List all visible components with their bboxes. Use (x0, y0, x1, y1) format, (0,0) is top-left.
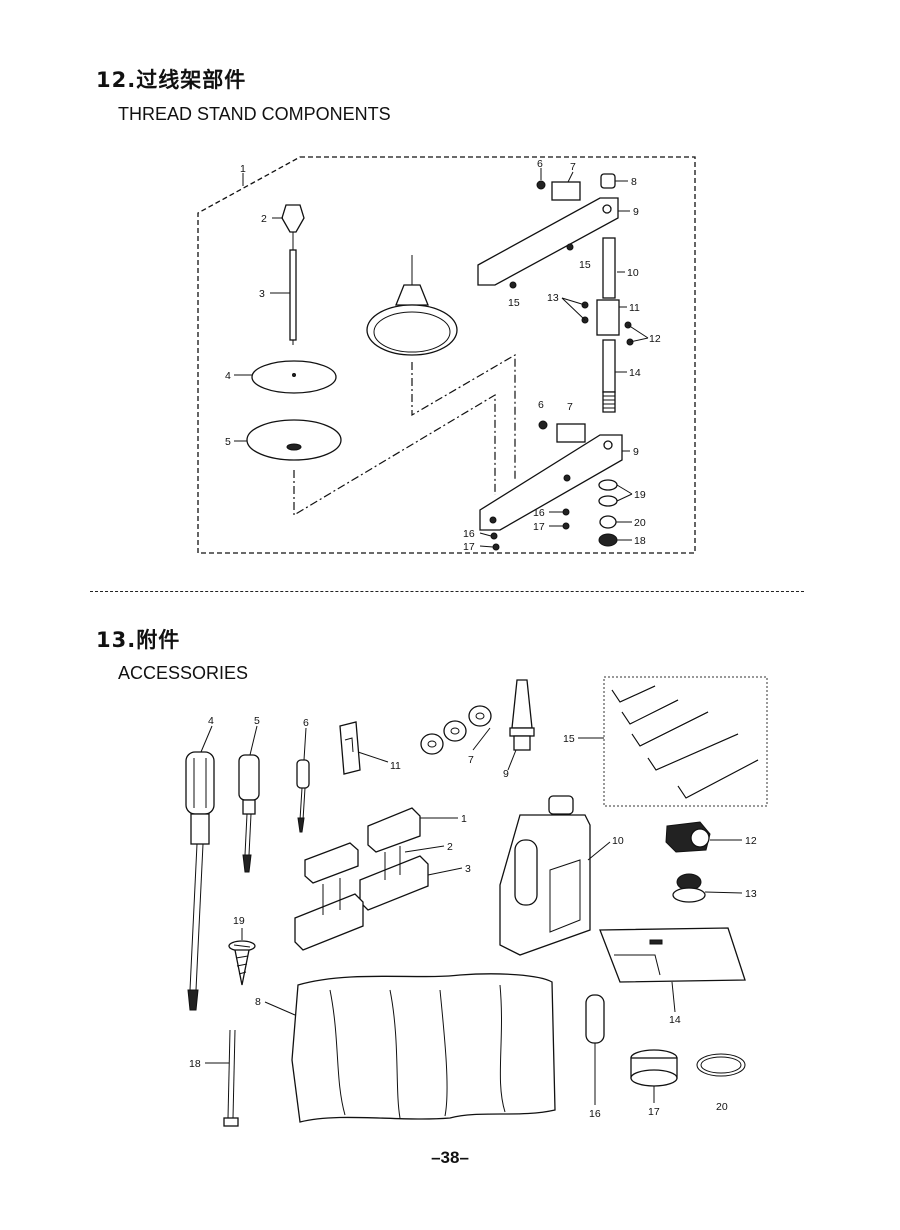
callout-label: 8 (631, 176, 637, 188)
callout-label: 5 (225, 436, 231, 448)
leader-lines (234, 168, 649, 548)
dust-cover (291, 973, 556, 1123)
callout-label: 19 (634, 489, 646, 501)
callout-label: 3 (465, 863, 471, 875)
upper-arm (477, 173, 619, 289)
medium-screwdriver (238, 754, 260, 873)
tape-roll (630, 1049, 678, 1087)
callout-label: 6 (303, 717, 309, 729)
callout-label: 17 (463, 541, 475, 553)
section-13-subtitle: ACCESSORIES (118, 663, 249, 683)
thread-cone-assembly (246, 204, 342, 461)
block-parts (294, 807, 429, 951)
needle-card (339, 721, 361, 775)
cone-holder (509, 679, 535, 751)
callout-label: 18 (634, 535, 646, 547)
o-ring (696, 1053, 746, 1077)
callout-label: 16 (589, 1108, 601, 1120)
callout-label: 1 (240, 163, 246, 175)
callout-label: 11 (629, 302, 640, 314)
page-number: –38– (431, 1148, 469, 1167)
vertical-post (581, 237, 634, 413)
thread-stand-diagram: 1 2 3 4 5 6 7 8 9 15 15 10 13 11 12 14 6… (197, 156, 696, 554)
callout-label: 17 (648, 1106, 660, 1118)
callout-label: 17 (533, 521, 545, 533)
rubber-cap (665, 821, 711, 853)
leader-lines (200, 725, 743, 1105)
callout-label: 15 (508, 297, 520, 309)
callout-label: 12 (745, 835, 757, 847)
spool-cap (672, 873, 706, 903)
callout-label: 6 (537, 158, 543, 170)
oil-bottle (499, 795, 591, 956)
callout-label: 4 (208, 715, 214, 727)
callout-label: 7 (570, 161, 576, 173)
callout-label: 20 (634, 517, 646, 529)
callout-label: 8 (255, 996, 261, 1008)
hex-key-box (603, 676, 768, 807)
callout-label: 16 (533, 507, 545, 519)
callout-label: 12 (649, 333, 661, 345)
callout-label: 14 (629, 367, 641, 379)
callout-label: 9 (633, 446, 639, 458)
callout-label: 10 (612, 835, 624, 847)
hex-keys (611, 685, 759, 799)
section-13-callouts: 4 5 6 11 7 9 15 1 2 3 10 12 13 19 8 14 1… (189, 715, 757, 1120)
callout-label: 1 (461, 813, 467, 825)
callout-label: 2 (447, 841, 453, 853)
section-13-title: 13.附件 (96, 628, 181, 652)
washers (598, 479, 618, 547)
callout-label: 9 (633, 206, 639, 218)
oiler (585, 994, 605, 1075)
small-screwdriver (296, 759, 310, 833)
large-screwdriver (185, 751, 215, 1011)
callout-label: 15 (563, 733, 575, 745)
section-divider (90, 591, 804, 592)
section-12-subtitle: THREAD STAND COMPONENTS (118, 104, 391, 124)
callout-label: 15 (579, 259, 591, 271)
callout-label: 13 (745, 888, 757, 900)
cable-tie (223, 1029, 239, 1127)
callout-label: 4 (225, 370, 231, 382)
callout-label: 5 (254, 715, 260, 727)
section-12-callouts: 1 2 3 4 5 6 7 8 9 15 15 10 13 11 12 14 6… (225, 158, 661, 553)
callout-label: 2 (261, 213, 267, 225)
callout-label: 20 (716, 1101, 728, 1113)
assembly-guide-line (293, 393, 496, 517)
callout-label: 9 (503, 768, 509, 780)
callout-label: 19 (233, 915, 245, 927)
callout-label: 10 (627, 267, 639, 279)
spool-stand-assembly (366, 255, 458, 356)
instruction-manual (599, 927, 746, 983)
callout-label: 18 (189, 1058, 201, 1070)
bobbins (420, 705, 492, 755)
callout-label: 3 (259, 288, 265, 300)
callout-label: 14 (669, 1014, 681, 1026)
callout-label: 13 (547, 292, 559, 304)
accessories-diagram: 4 5 6 11 7 9 15 1 2 3 10 12 13 19 8 14 1… (185, 676, 768, 1127)
callout-label: 16 (463, 528, 475, 540)
callout-label: 11 (390, 760, 401, 772)
assembly-frame (197, 156, 696, 554)
section-12-title: 12.过线架部件 (96, 68, 247, 92)
callout-label: 6 (538, 399, 544, 411)
callout-label: 7 (567, 401, 573, 413)
wood-screw (228, 940, 256, 986)
callout-label: 7 (468, 754, 474, 766)
lower-arm (479, 420, 623, 551)
